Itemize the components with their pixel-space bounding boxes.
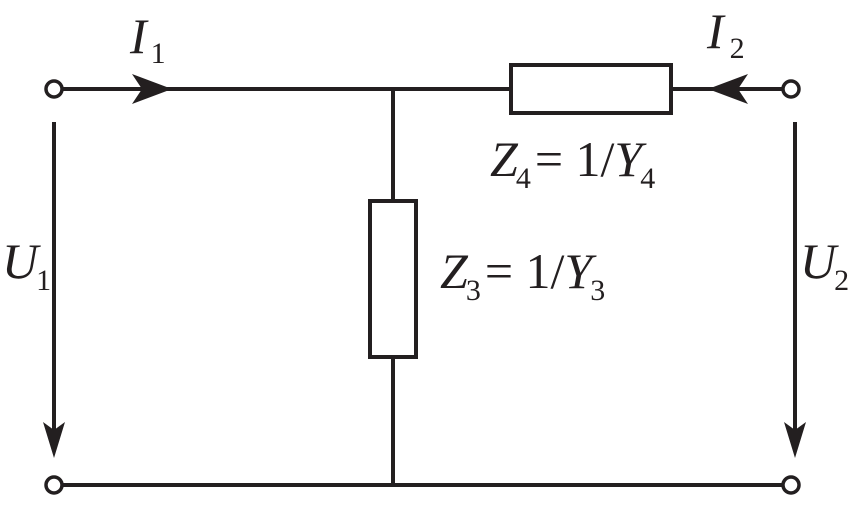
impedance-z3-box: [368, 199, 418, 359]
label-z4-ysub: 4: [640, 162, 655, 195]
label-z3-y: Y: [564, 243, 597, 299]
label-u1-sub: 1: [36, 264, 51, 297]
label-z3-sub: 3: [466, 274, 481, 307]
label-u1-main: U: [2, 233, 41, 289]
label-i1-main: I: [129, 8, 149, 64]
label-z4-sub: 4: [516, 162, 531, 195]
current-i1-arrow-icon: [132, 74, 172, 104]
terminal-top-left: [44, 79, 64, 99]
terminal-top-right: [781, 79, 801, 99]
label-u2-main: U: [800, 233, 839, 289]
impedance-z4-box: [509, 63, 673, 115]
label-u2-sub: 2: [834, 264, 849, 297]
label-i2-main: I: [706, 3, 726, 59]
label-z3-main: Z: [440, 243, 469, 299]
terminal-bottom-right: [781, 475, 801, 495]
label-i1-sub: 1: [151, 37, 166, 70]
current-i2-arrow-icon: [708, 74, 748, 104]
label-u2: U2: [800, 233, 849, 297]
terminal-bottom-left: [44, 475, 64, 495]
voltage-u2-arrow-icon: [784, 422, 806, 458]
label-i2-sub: 2: [730, 32, 745, 65]
label-z3: Z3= 1/Y3: [440, 243, 605, 307]
voltage-u1-arrow-icon: [43, 422, 65, 458]
label-u1: U1: [2, 233, 51, 297]
label-z4-rest: = 1/: [535, 131, 615, 187]
label-z3-rest: = 1/: [485, 243, 565, 299]
label-z3-ysub: 3: [590, 274, 605, 307]
label-z4-main: Z: [490, 131, 519, 187]
label-z4: Z4= 1/Y4: [490, 131, 655, 195]
label-z4-y: Y: [614, 131, 647, 187]
